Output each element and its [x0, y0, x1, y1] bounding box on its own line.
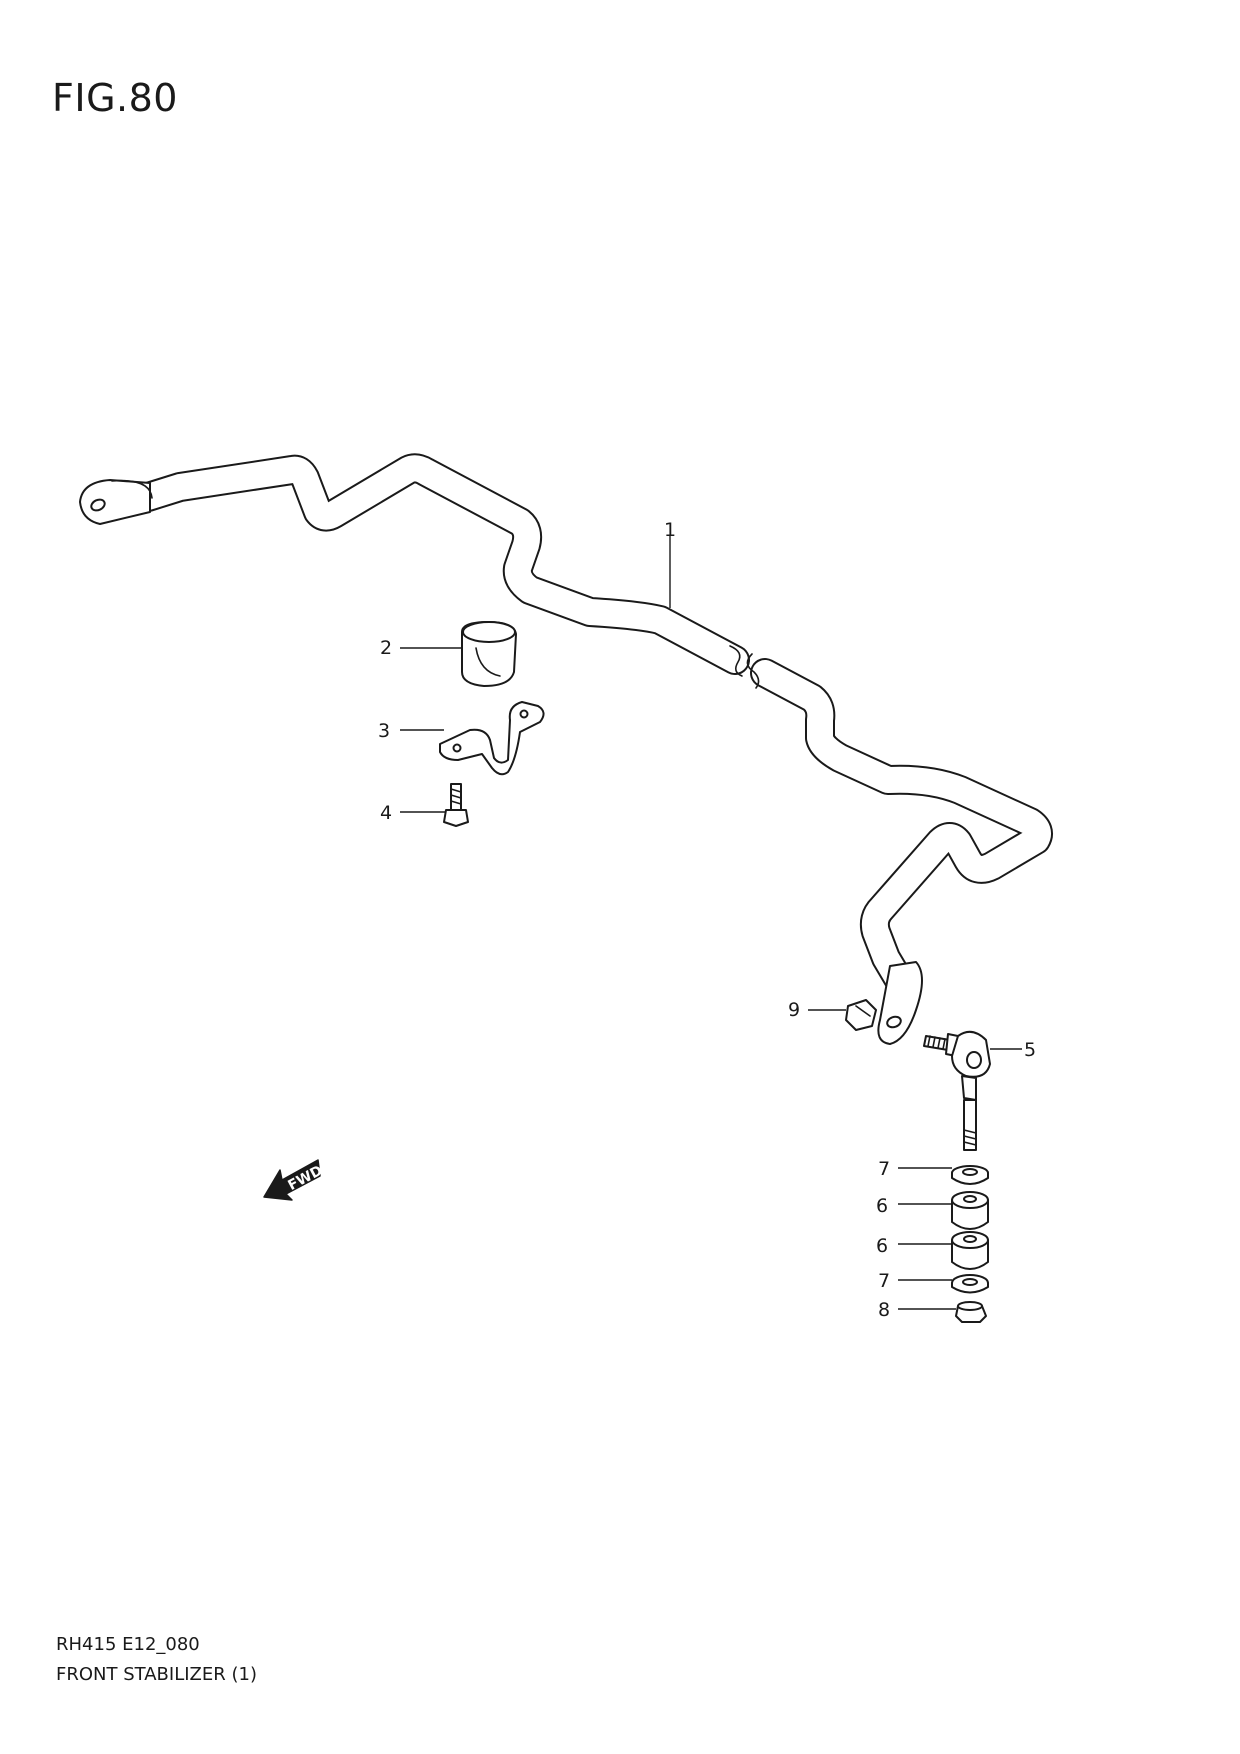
- bolt-part-4: [443, 783, 469, 827]
- callout-5: 5: [1024, 1039, 1036, 1061]
- callout-6-upper: 6: [876, 1195, 888, 1217]
- figure-name: FRONT STABILIZER (1): [56, 1664, 257, 1685]
- callout-4: 4: [380, 802, 392, 824]
- stabilizer-link-part-5: [923, 1030, 991, 1151]
- callout-7-upper: 7: [878, 1158, 890, 1180]
- fwd-arrow-icon: FWD: [263, 1159, 325, 1201]
- bushing-part-2: [461, 621, 517, 687]
- cushion-part-6-lower: [951, 1231, 989, 1270]
- callout-3: 3: [378, 720, 390, 742]
- stabilizer-bar: [79, 453, 1053, 1045]
- washer-part-7-upper: [951, 1165, 989, 1185]
- cushion-part-6-upper: [951, 1191, 989, 1230]
- nut-part-9: [845, 999, 877, 1031]
- callout-8: 8: [878, 1299, 890, 1321]
- callout-1: 1: [664, 519, 676, 541]
- bracket-part-3: [439, 701, 545, 776]
- figure-title: FIG.80: [52, 76, 178, 120]
- nut-part-8: [955, 1301, 987, 1323]
- washer-part-7-lower: [951, 1274, 989, 1294]
- callout-6-lower: 6: [876, 1235, 888, 1257]
- figure-code: RH415 E12_080: [56, 1634, 200, 1655]
- callout-9: 9: [788, 999, 800, 1021]
- callout-7-lower: 7: [878, 1270, 890, 1292]
- callout-2: 2: [380, 637, 392, 659]
- leader-lines: [400, 536, 1022, 1310]
